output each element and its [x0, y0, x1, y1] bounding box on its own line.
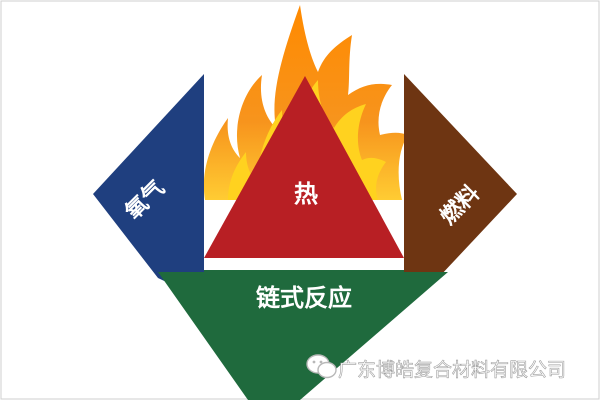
heat-label: 热 — [294, 180, 318, 208]
fuel-panel — [404, 74, 517, 300]
heat-panel — [204, 76, 404, 258]
oxygen-panel — [93, 74, 204, 300]
watermark: 广东博皓复合材料有限公司 — [306, 354, 566, 381]
watermark-text: 广东博皓复合材料有限公司 — [338, 359, 566, 381]
chain-reaction-label: 链式反应 — [256, 284, 352, 312]
divider-strip — [204, 258, 404, 270]
chain-reaction-panel — [158, 262, 448, 400]
wechat-icon — [306, 354, 337, 379]
